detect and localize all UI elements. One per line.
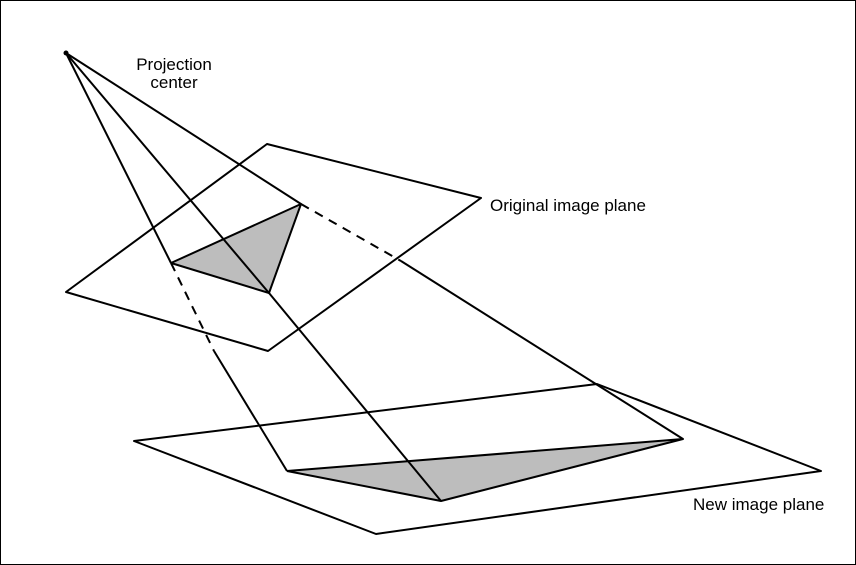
new-image-plane-label: New image plane bbox=[693, 495, 825, 514]
ray-to-left-vertex bbox=[65, 52, 172, 264]
projection-center-label: Projection center bbox=[119, 56, 229, 92]
ray-bottom-continued bbox=[268, 292, 442, 502]
original-image-plane bbox=[65, 143, 482, 352]
ray-to-top-vertex bbox=[65, 52, 302, 205]
projection-center-point bbox=[63, 50, 69, 56]
ray-left-continued bbox=[170, 262, 215, 352]
projection-center-label-line2: center bbox=[150, 73, 198, 92]
projection-center-label-line1: Projection bbox=[136, 55, 212, 74]
new-image-plane bbox=[133, 383, 822, 535]
ray-top-continued bbox=[300, 203, 402, 262]
original-image-plane-label: Original image plane bbox=[490, 196, 646, 215]
ray-left-lower bbox=[213, 350, 288, 472]
original-triangle-edges bbox=[170, 203, 302, 294]
original-triangle bbox=[171, 204, 301, 293]
new-triangle bbox=[287, 439, 683, 501]
new-triangle-edges bbox=[286, 438, 684, 502]
ray-to-bottom-vertex bbox=[65, 52, 270, 294]
ray-top-lower bbox=[400, 260, 684, 440]
